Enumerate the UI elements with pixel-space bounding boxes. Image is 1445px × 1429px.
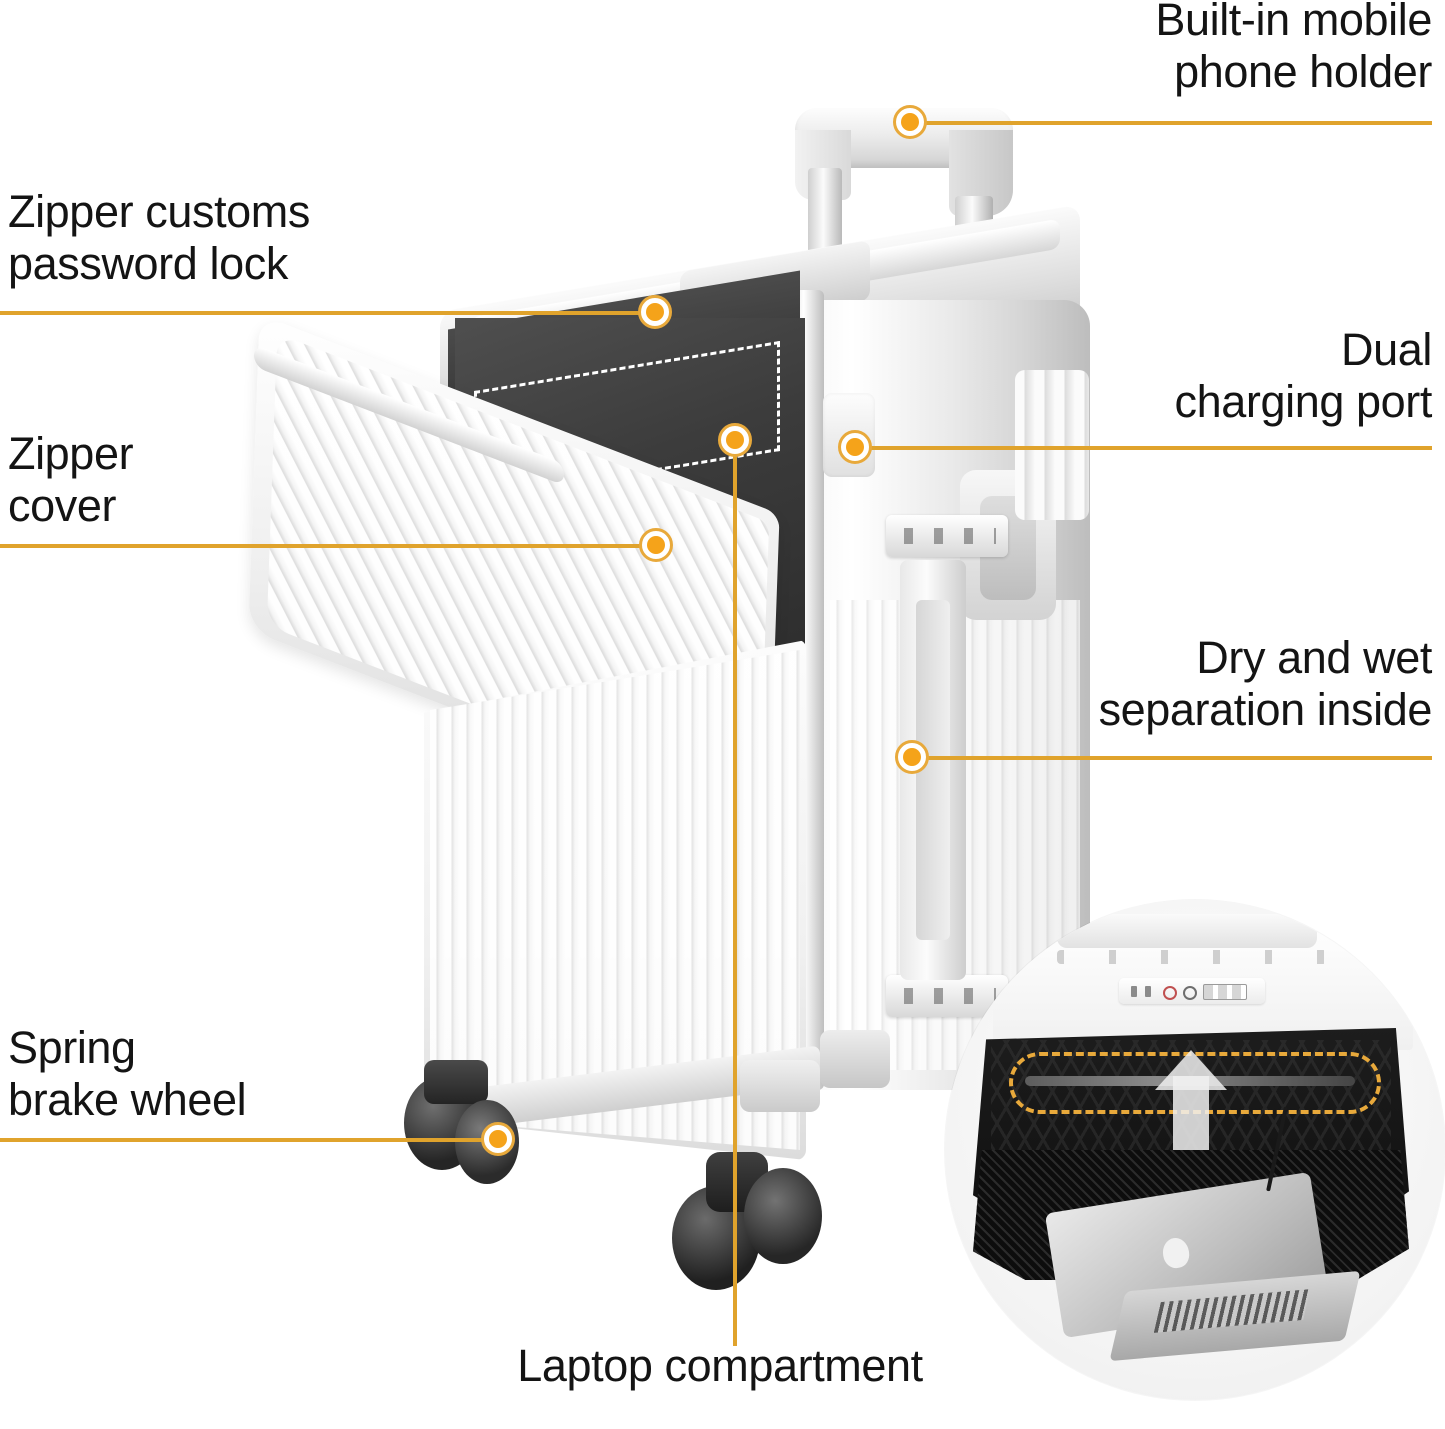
callout-marker-laptop-compartment[interactable] — [718, 423, 752, 457]
usb-port-icon — [1131, 986, 1137, 997]
indicator-icon — [1183, 986, 1197, 1000]
callout-marker-dual-charging-port[interactable] — [838, 430, 872, 464]
corner-guard-rear — [820, 1030, 890, 1088]
leader-line-laptop-compartment — [733, 448, 737, 1346]
leader-line-zipper-cover — [0, 544, 660, 548]
tsa-lock-dials-upper — [904, 528, 996, 544]
callout-label-spring-brake-wheel: Spring brake wheel — [8, 1022, 247, 1126]
back-panel-strips — [1015, 370, 1089, 520]
callout-marker-dry-wet-separation[interactable] — [895, 740, 929, 774]
leader-line-spring-brake-wheel — [0, 1138, 502, 1142]
callout-label-phone-holder: Built-in mobile phone holder — [1155, 0, 1432, 98]
leader-line-phone-holder — [910, 121, 1432, 125]
callout-label-dry-wet-separation: Dry and wet separation inside — [1098, 632, 1433, 736]
leader-line-dual-charging-port — [855, 446, 1432, 450]
callout-marker-zipper-customs-password-lock[interactable] — [638, 295, 672, 329]
callout-label-laptop-compartment: Laptop compartment — [517, 1340, 923, 1391]
callout-label-zipper-cover: Zipper cover — [8, 428, 134, 532]
usb-port-icon — [1145, 986, 1151, 997]
spinner-wheel-rear-right — [744, 1168, 822, 1264]
inset-case-topbar — [1057, 914, 1317, 948]
leader-line-dry-wet-separation — [912, 756, 1432, 760]
corner-guard-front — [740, 1060, 820, 1112]
laptop-compartment-detail-photo — [945, 900, 1445, 1400]
callout-marker-phone-holder[interactable] — [893, 105, 927, 139]
callout-marker-zipper-cover[interactable] — [639, 528, 673, 562]
spinner-wheel-front-left-brake — [424, 1060, 488, 1104]
callout-label-zipper-customs-password-lock: Zipper customs password lock — [8, 186, 310, 290]
tsa-combination-lock-icon — [1203, 984, 1247, 1000]
reset-button-icon — [1163, 986, 1177, 1000]
inset-frame-rivets — [1057, 950, 1327, 964]
up-arrow-head-icon — [1155, 1050, 1227, 1090]
callout-marker-spring-brake-wheel[interactable] — [481, 1122, 515, 1156]
callout-label-dual-charging-port: Dual charging port — [1174, 324, 1433, 428]
leader-line-zipper-customs-password-lock — [0, 311, 660, 315]
